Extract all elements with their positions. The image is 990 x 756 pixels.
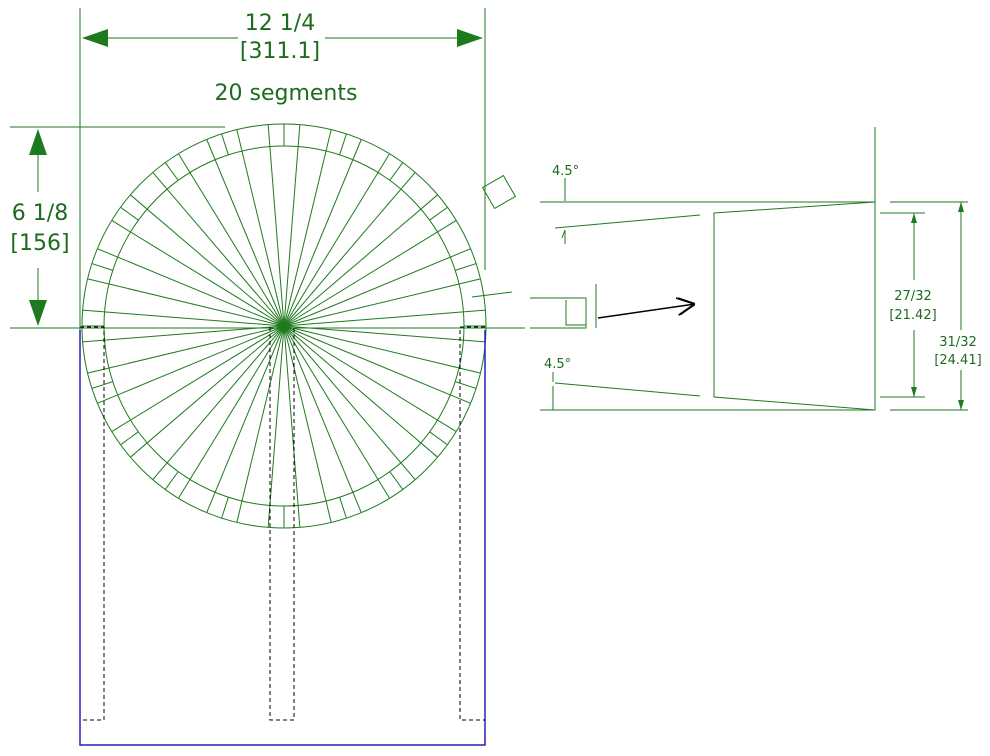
wheel-spoke (87, 325, 285, 374)
segmented-wheel (81, 123, 487, 529)
wheel-spoke (130, 325, 285, 458)
wheel-segment-joint (339, 497, 347, 519)
wheel-segment-joint (429, 206, 448, 221)
wheel-segment-joint (164, 471, 179, 490)
width-arrow-right (457, 29, 483, 47)
wheel-spoke (206, 325, 285, 513)
wheel-segment-joint (164, 162, 179, 181)
wheel-spoke (283, 248, 471, 327)
width-arrow-left (82, 29, 108, 47)
wheel-spoke (178, 325, 285, 499)
segment-detail: 4.5° 4.5° 27/32 [21.42] 31/32 [24.41] (530, 127, 982, 411)
small-block-icon (481, 174, 517, 210)
height-imperial-label: 6 1/8 (12, 201, 68, 226)
wheel-spoke (87, 278, 285, 327)
wheel-spoke (283, 220, 457, 327)
angle-top-label: 4.5° (552, 164, 579, 179)
wheel-segment-joint (221, 497, 229, 519)
wheel-spoke (283, 325, 486, 343)
wheel-spoke (206, 139, 285, 327)
wheel-spoke (130, 194, 285, 327)
wheel-spoke (283, 172, 416, 327)
wheel-spoke (267, 124, 285, 327)
wheel-spoke (97, 248, 285, 327)
wheel-segment-joint (389, 162, 404, 181)
wheel-spoke (283, 325, 416, 480)
height-arrow-top (29, 129, 47, 155)
wheel-spoke (283, 325, 390, 499)
wheel-spoke (283, 325, 457, 432)
wheel-spoke (111, 325, 285, 432)
wheel-spoke (283, 153, 390, 327)
wheel-spoke (283, 129, 332, 327)
angle-bottom-label: 4.5° (544, 357, 571, 372)
dimension-lines (10, 8, 525, 330)
inner-height-imperial-label: 27/32 (894, 289, 931, 304)
wheel-spoke (236, 325, 285, 523)
wheel-segment-joint (91, 263, 113, 271)
wheel-spoke (283, 194, 438, 327)
wheel-spoke (267, 325, 285, 528)
wheel-segment-joint (221, 133, 229, 155)
wheel-spoke (82, 309, 285, 327)
segment-count-label: 20 segments (215, 81, 358, 106)
height-metric-label: [156] (10, 231, 69, 256)
wheel-segment-joint (120, 431, 139, 446)
wheel-spoke (283, 325, 481, 374)
wheel-segment-joint (91, 381, 113, 389)
wheel-spoke (283, 278, 481, 327)
wheel-spoke (283, 325, 438, 458)
outer-height-imperial-label: 31/32 (939, 335, 976, 350)
wheel-segment-joint (120, 206, 139, 221)
wheel-segment-joint (339, 133, 347, 155)
wheel-spoke (236, 129, 285, 327)
wheel-spoke (283, 309, 486, 327)
wheel-spoke (283, 325, 471, 404)
hidden-leg-center (269, 327, 295, 721)
wheel-spoke (178, 153, 285, 327)
wheel-segment-joint (389, 471, 404, 490)
hidden-leg-right (459, 326, 485, 721)
wheel-segment-joint (429, 431, 448, 446)
wheel-spoke (283, 139, 362, 327)
wheel-spoke (152, 325, 285, 480)
wheel-spoke (283, 325, 301, 528)
wheel-spoke (283, 325, 332, 523)
width-imperial-label: 12 1/4 (245, 11, 315, 36)
wheel-spoke (111, 220, 285, 327)
outer-height-metric-label: [24.41] (934, 353, 981, 368)
height-arrow-bottom (29, 300, 47, 326)
wheel-segment-joint (455, 263, 477, 271)
detail-arrow (597, 304, 695, 319)
inner-height-metric-label: [21.42] (889, 308, 936, 323)
width-metric-label: [311.1] (240, 39, 320, 64)
hidden-leg-left (80, 326, 105, 721)
leg-outline (79, 330, 486, 746)
wheel-segment-joint (455, 381, 477, 389)
wheel-spoke (283, 325, 362, 513)
hidden-legs (80, 326, 485, 721)
wheel-spoke (97, 325, 285, 404)
wheel-spoke (283, 124, 301, 327)
wheel-spoke (152, 172, 285, 327)
wheel-spoke (82, 325, 285, 343)
